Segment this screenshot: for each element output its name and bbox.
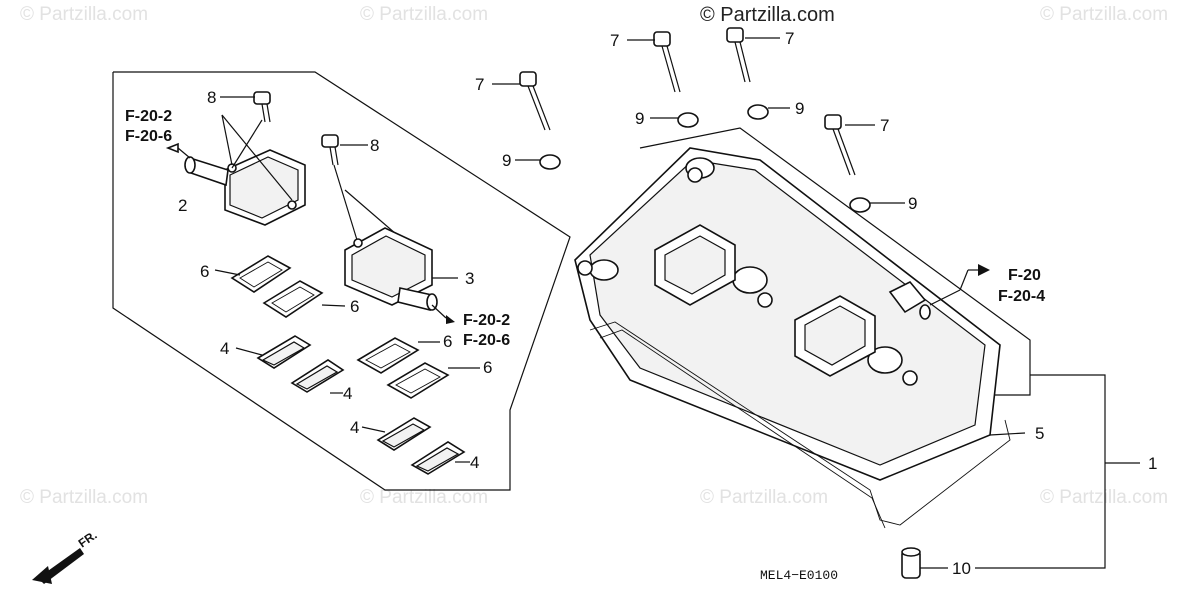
callout-bracket-1 [975, 374, 1106, 569]
leader-4 [361, 426, 386, 433]
callout-7: 7 [475, 75, 484, 94]
reference-label: F-20-6 [463, 332, 510, 349]
watermark: © Partzilla.com [20, 4, 148, 25]
front-direction-arrow [32, 548, 84, 584]
callout-7: 7 [785, 29, 794, 48]
callout-6: 6 [200, 262, 209, 281]
leader-line [221, 114, 233, 166]
watermark: © Partzilla.com [700, 487, 828, 508]
left-group-outline [112, 71, 571, 491]
reed-valve-cover-3 [344, 227, 438, 311]
leader-line [231, 119, 263, 169]
callout-4: 4 [350, 418, 359, 437]
watermark: © Partzilla.com [360, 4, 488, 25]
callout-4: 4 [470, 453, 479, 472]
gasket-6 [356, 337, 450, 399]
reed-valve-4 [376, 417, 466, 475]
watermark: © Partzilla.com [360, 487, 488, 508]
callout-6: 6 [483, 358, 492, 377]
leader-line [221, 114, 293, 201]
arrow-icon [978, 264, 990, 276]
callout-3: 3 [465, 269, 474, 288]
right-group-outline [639, 127, 1031, 396]
bolt-8 [321, 134, 339, 166]
washer-9 [539, 104, 871, 213]
arrow-icon [446, 315, 455, 324]
callout-8: 8 [207, 88, 216, 107]
front-label: FR. [76, 528, 100, 551]
leader-line [333, 164, 358, 241]
reference-label: F-20 [1008, 267, 1041, 284]
grommet-10 [901, 547, 921, 579]
leader-6 [321, 304, 346, 307]
callout-7: 7 [610, 31, 619, 50]
watermark: © Partzilla.com [1040, 487, 1168, 508]
bolt-7 [824, 114, 856, 176]
bolt-7 [726, 27, 751, 83]
leader-6 [214, 269, 241, 276]
reference-label: F-20-2 [125, 108, 172, 125]
callout-2: 2 [178, 196, 187, 215]
leader-4 [235, 347, 263, 356]
callout-6: 6 [350, 297, 359, 316]
callout-4: 4 [220, 339, 229, 358]
watermark: © Partzilla.com [1040, 4, 1168, 25]
diagram-code: MEL4−E0100 [760, 568, 838, 583]
cylinder-head-cover-1 [574, 147, 1011, 529]
bolt-8 [253, 91, 271, 123]
callout-7: 7 [880, 116, 889, 135]
callout-10: 10 [952, 559, 971, 578]
watermark: © Partzilla.com [20, 487, 148, 508]
bolt-7 [653, 31, 681, 93]
leader-5 [989, 432, 1026, 436]
callout-1: 1 [1148, 454, 1157, 473]
reference-label: F-20-2 [463, 312, 510, 329]
arrow-line [431, 304, 447, 319]
gasket-6 [230, 255, 324, 318]
callout-6: 6 [443, 332, 452, 351]
reference-label: F-20-4 [998, 288, 1045, 305]
callout-9: 9 [635, 109, 644, 128]
arrow-line [177, 147, 191, 159]
reed-valve-4 [256, 335, 345, 393]
bolt-7 [519, 71, 551, 131]
reference-label: F-20-6 [125, 128, 172, 145]
reed-valve-cover-2 [184, 149, 306, 226]
leader-line [959, 269, 969, 291]
callout-9: 9 [908, 194, 917, 213]
callout-9: 9 [795, 99, 804, 118]
arrow-icon [165, 142, 179, 154]
leader-line [929, 289, 961, 306]
callout-4: 4 [343, 384, 352, 403]
callout-9: 9 [502, 151, 511, 170]
watermark-top: © Partzilla.com [700, 4, 835, 26]
callout-5: 5 [1035, 424, 1044, 443]
callout-8: 8 [370, 136, 379, 155]
